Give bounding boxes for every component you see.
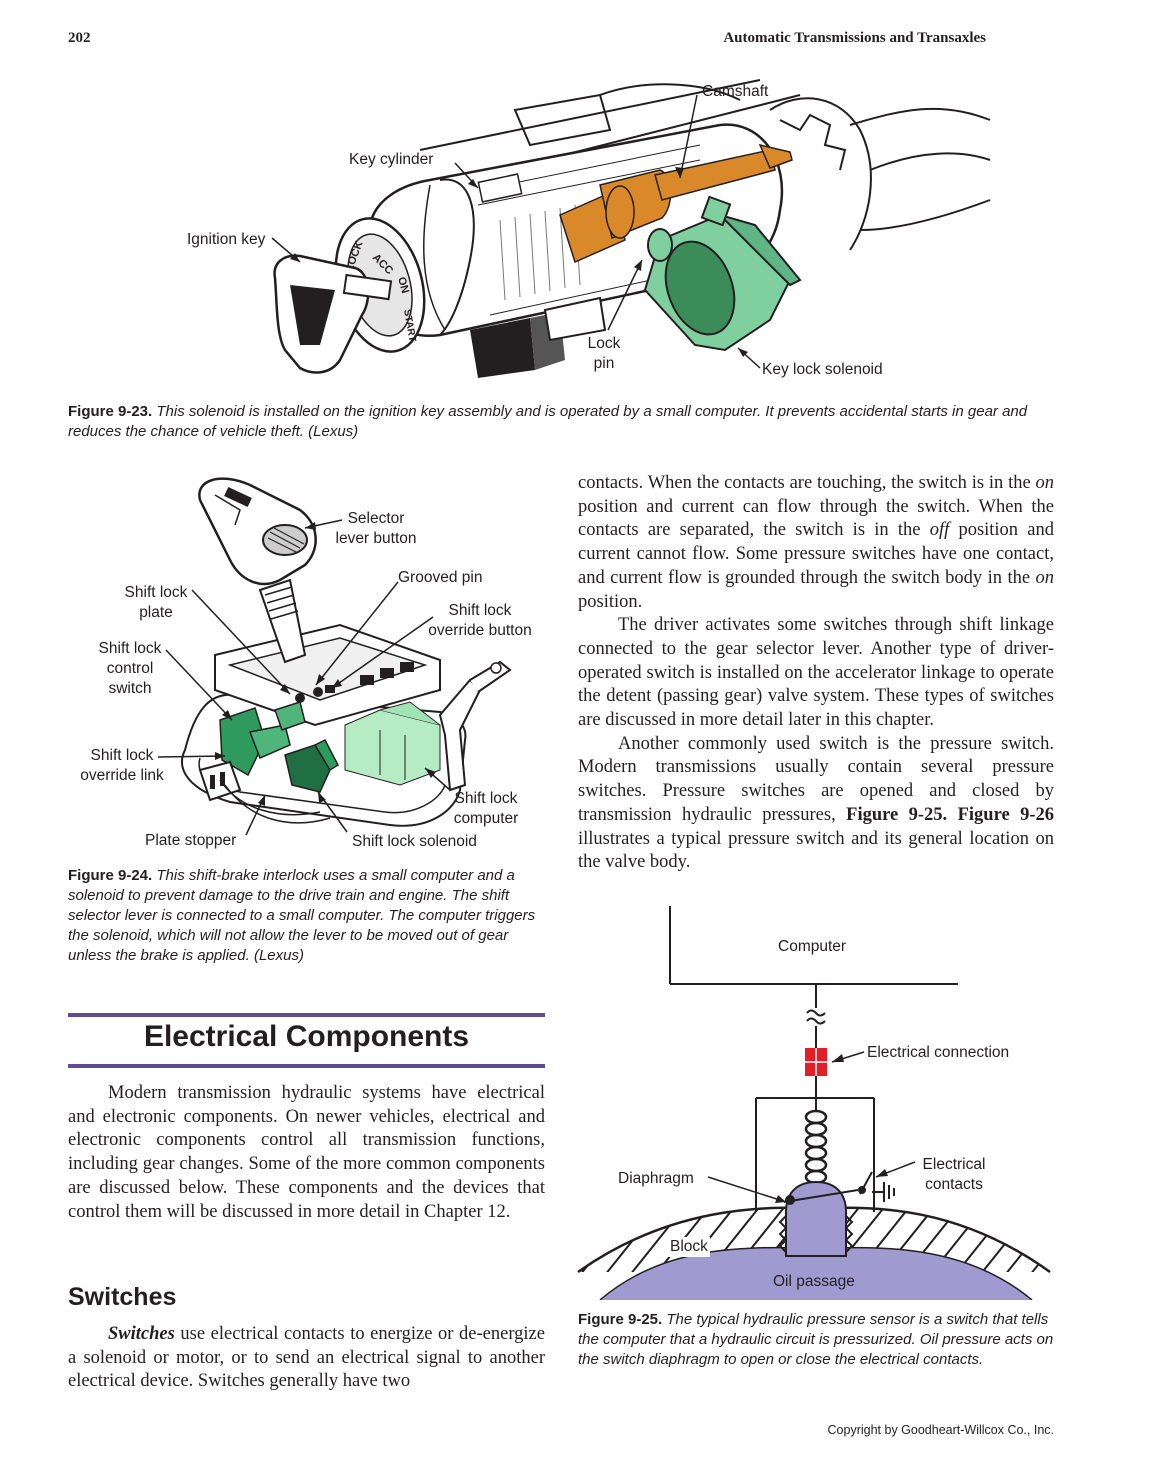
label-shift-lock-computer: Shift lock computer	[448, 789, 524, 829]
camshaft-part	[559, 143, 793, 264]
shift-lock-solenoid-part	[284, 738, 339, 793]
label-selector-line1: Selector	[347, 510, 405, 527]
label-shift-lock-solenoid: Shift lock solenoid	[352, 833, 477, 850]
label-electrical-contacts: Electrical contacts	[914, 1155, 994, 1195]
figure-9-24-caption-text: This shift-brake interlock uses a small …	[68, 867, 536, 964]
label-shift-lock-plate: Shift lock plate	[118, 583, 194, 623]
label-lock-pin: Lock pin	[578, 334, 630, 374]
label-contacts-line2: contacts	[925, 1176, 983, 1193]
running-title: Automatic Transmissions and Transaxles	[723, 30, 986, 46]
label-shift-lock-control-switch: Shift lock control switch	[92, 639, 168, 699]
switches-text: Switches use electrical contacts to ener…	[68, 1323, 545, 1394]
key-lock-solenoid-part	[643, 195, 802, 352]
oil-passage-shape	[600, 1247, 1032, 1300]
figure-9-24-number: Figure 9-24.	[68, 867, 153, 884]
p1-on: on	[1035, 473, 1055, 493]
label-lock-pin-line1: Lock	[587, 335, 621, 352]
dial-on-text: ON	[395, 276, 411, 295]
label-selector-lever-button: Selector lever button	[330, 509, 422, 549]
label-computer: Computer	[778, 938, 847, 955]
switches-paragraph: Switches use electrical contacts to ener…	[68, 1323, 545, 1394]
figure-9-25-number: Figure 9-25.	[578, 1311, 663, 1328]
label-control-switch-line1: Shift lock	[98, 640, 162, 657]
label-override-link-line1: Shift lock	[90, 747, 154, 764]
right-column-text: contacts. When the contacts are touching…	[578, 472, 1054, 875]
label-override-button-line2: override button	[428, 622, 532, 639]
switches-text-body: use electrical contacts to energize or d…	[68, 1324, 545, 1392]
label-key-lock-solenoid: Key lock solenoid	[762, 361, 883, 378]
p3-figure-ref-1: Figure 9-25.	[846, 804, 948, 825]
section-title: Electrical Components	[143, 1020, 470, 1053]
figure-9-23-number: Figure 9-23.	[68, 403, 153, 420]
figure-9-23-caption-text: This solenoid is installed on the igniti…	[68, 403, 1028, 440]
diaphragm-shape	[785, 1180, 847, 1257]
figure-9-24-illustration	[157, 477, 512, 836]
ground-icon	[872, 1182, 895, 1202]
section-rule-top	[68, 1013, 545, 1017]
p3-part-b: illustrates a typical pressure switch an…	[578, 828, 1054, 873]
label-electrical-connection: Electrical connection	[867, 1044, 1010, 1061]
label-shift-lock-override-button: Shift lock override button	[423, 601, 537, 641]
figure-9-25-caption-text: The typical hydraulic pressure sensor is…	[578, 1311, 1054, 1368]
p3-part-a: Another commonly used switch is the pres…	[578, 733, 1054, 825]
right-paragraph-1: contacts. When the contacts are touching…	[578, 472, 1054, 614]
label-selector-line2: lever button	[335, 530, 417, 547]
label-override-link-line2: override link	[80, 767, 164, 784]
p1-part-a: contacts. When the contacts are touching…	[578, 473, 1036, 493]
label-camshaft: Camshaft	[702, 83, 769, 100]
electrical-connection-icon	[805, 1048, 827, 1076]
p3-figure-ref-2: Figure 9-26	[957, 804, 1054, 825]
label-override-button-line1: Shift lock	[448, 602, 512, 619]
spring-icon	[804, 1109, 828, 1185]
label-contacts-line1: Electrical	[922, 1156, 986, 1173]
label-diaphragm: Diaphragm	[618, 1170, 694, 1187]
figure-9-23-caption: Figure 9-23. This solenoid is installed …	[68, 402, 1058, 442]
figure-9-24-caption: Figure 9-24. This shift-brake interlock …	[68, 866, 546, 966]
switches-term: Switches	[108, 1324, 175, 1344]
p1-part-b: position and current can flow through th…	[578, 496, 1054, 541]
figure-9-25-caption: Figure 9-25. The typical hydraulic press…	[578, 1310, 1055, 1370]
label-lock-pin-line2: pin	[593, 355, 615, 372]
label-oil-passage: Oil passage	[773, 1273, 855, 1290]
label-control-switch-line3: switch	[108, 680, 152, 697]
p1-part-d: position.	[578, 591, 643, 612]
label-ignition-key: Ignition key	[187, 231, 266, 248]
p1-on-2: on	[1035, 567, 1055, 588]
page-number: 202	[68, 30, 91, 46]
section-intro: Modern transmission hydraulic systems ha…	[68, 1082, 545, 1224]
label-key-cylinder: Key cylinder	[349, 151, 434, 168]
label-plate-line1: Shift lock	[124, 584, 188, 601]
label-computer-line2: computer	[453, 810, 519, 827]
right-paragraph-3: Another commonly used switch is the pres…	[578, 733, 1054, 875]
label-grooved-pin: Grooved pin	[398, 569, 483, 586]
switches-heading: Switches	[68, 1283, 177, 1311]
p1-part-c: position and current cannot flow. Some p…	[578, 520, 1054, 588]
label-plate-stopper: Plate stopper	[145, 832, 237, 849]
label-shift-lock-override-link: Shift lock override link	[74, 746, 170, 786]
label-block: Block	[668, 1237, 710, 1257]
shift-lock-computer-part	[344, 701, 441, 786]
figure-9-25-illustration	[577, 906, 1051, 1300]
right-paragraph-2: The driver activates some switches throu…	[578, 615, 1054, 731]
copyright-notice: Copyright by Goodheart-Willcox Co., Inc.	[827, 1423, 1054, 1437]
selector-knob	[198, 477, 317, 586]
label-computer-line1: Shift lock	[454, 790, 518, 807]
figure-9-23-illustration: LOCK ACC ON START	[271, 79, 991, 378]
label-control-switch-line2: control	[106, 660, 154, 677]
label-plate-line2: plate	[139, 604, 173, 621]
intro-paragraph: Modern transmission hydraulic systems ha…	[68, 1083, 545, 1222]
section-rule-bottom	[68, 1064, 545, 1068]
p1-off: off	[929, 520, 950, 541]
shift-lock-control-switch-part	[219, 701, 306, 777]
